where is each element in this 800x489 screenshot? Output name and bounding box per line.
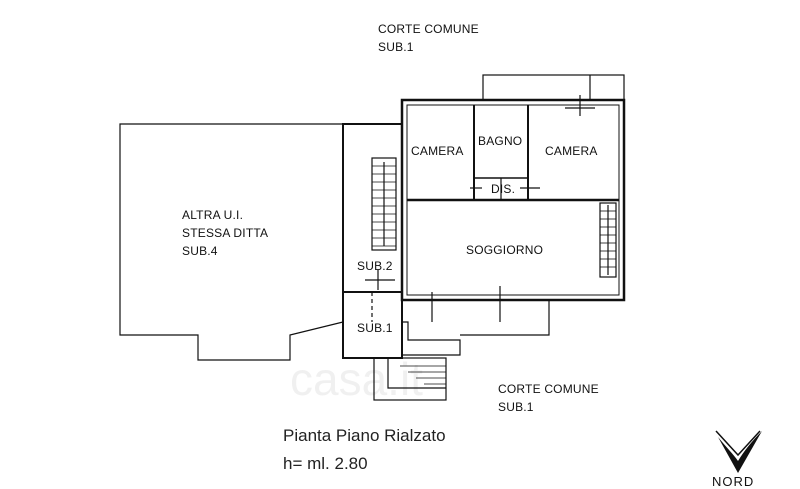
area-label-sub1: SUB.1	[357, 321, 393, 335]
corte-comune-top-label: CORTE COMUNE SUB.1	[378, 22, 479, 54]
corte-comune-bottom-label: CORTE COMUNE SUB.1	[498, 382, 599, 414]
north-arrow-icon	[715, 430, 762, 473]
room-label-camera-left: CAMERA	[411, 144, 464, 158]
north-label: NORD	[712, 474, 755, 489]
altra-ui-label: ALTRA U.I. STESSA DITTA SUB.4	[182, 208, 269, 258]
room-label-bagno: BAGNO	[478, 134, 523, 148]
plan-height: h= ml. 2.80	[283, 454, 368, 473]
room-label-soggiorno: SOGGIORNO	[466, 243, 544, 257]
room-label-camera-right: CAMERA	[545, 144, 598, 158]
entrance-stairs	[373, 357, 447, 401]
entrance-sub1	[342, 291, 550, 359]
stair-right	[599, 202, 617, 278]
apartment-walls	[365, 74, 626, 322]
plan-title: Pianta Piano Rialzato	[283, 426, 446, 445]
room-label-dis: DIS.	[491, 182, 516, 196]
watermark: casa.it	[290, 353, 423, 405]
area-label-sub2: SUB.2	[357, 259, 393, 273]
